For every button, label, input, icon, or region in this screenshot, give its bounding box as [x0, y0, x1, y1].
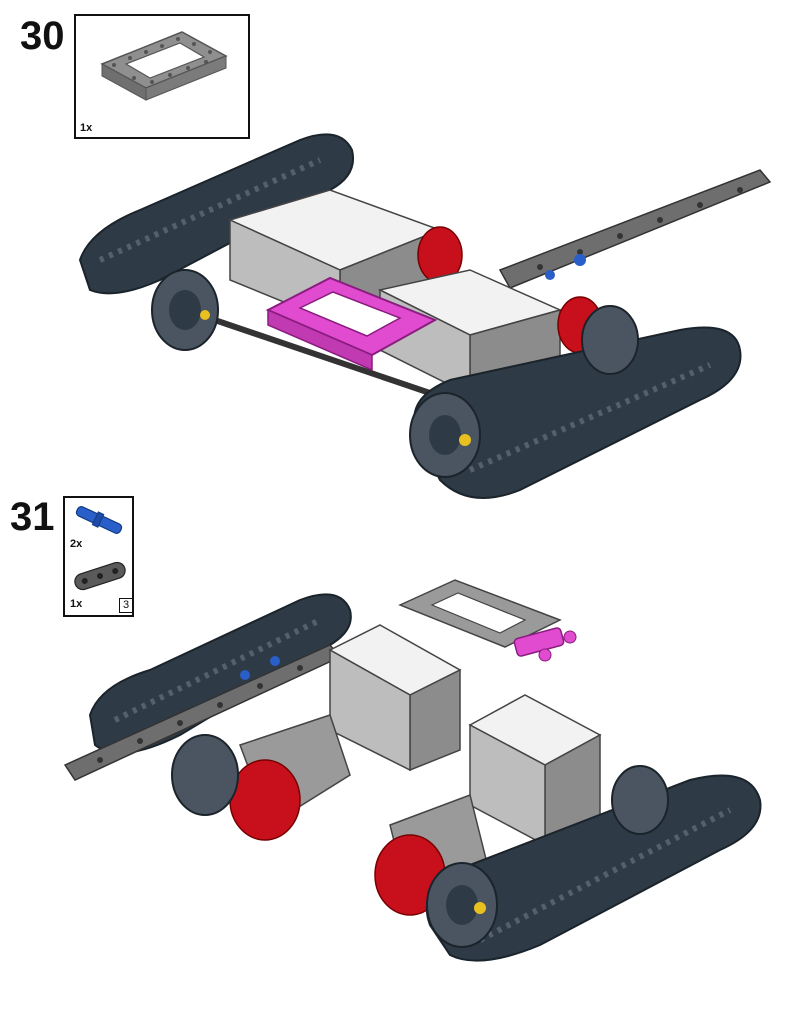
step-30-part-quantity: 1x: [80, 122, 93, 134]
left-motor-assembly: [171, 714, 351, 841]
step-31-parts-box: 2x 1x 3: [63, 496, 134, 617]
highlighted-new-frame: [265, 276, 438, 372]
blue-axle-pin-icon: [75, 506, 123, 534]
step-31-assembly-illustration: [63, 579, 762, 962]
highlighted-new-pins: [513, 627, 577, 662]
beam-length-label: 3: [119, 598, 133, 613]
right-track: [413, 326, 742, 499]
step-30-number: 30: [20, 14, 65, 58]
step-31-beam-quantity: 1x: [70, 598, 83, 610]
left-sprocket-wheel: [151, 269, 219, 351]
right-sprocket-wheel: [409, 305, 639, 478]
step-31-number: 31: [10, 495, 55, 539]
upper-motor: [328, 624, 462, 772]
gray-frame-part-icon: [100, 31, 228, 101]
top-frame: [398, 579, 562, 648]
front-sprocket-wheel: [426, 765, 669, 948]
dark-beam-part-icon: [74, 561, 126, 591]
right-side-beam: [498, 169, 772, 289]
step-30-parts-box: 1x: [74, 14, 250, 139]
step-30-assembly-illustration: [78, 133, 772, 499]
step-31-pin-quantity: 2x: [70, 538, 83, 550]
left-track: [78, 133, 354, 295]
